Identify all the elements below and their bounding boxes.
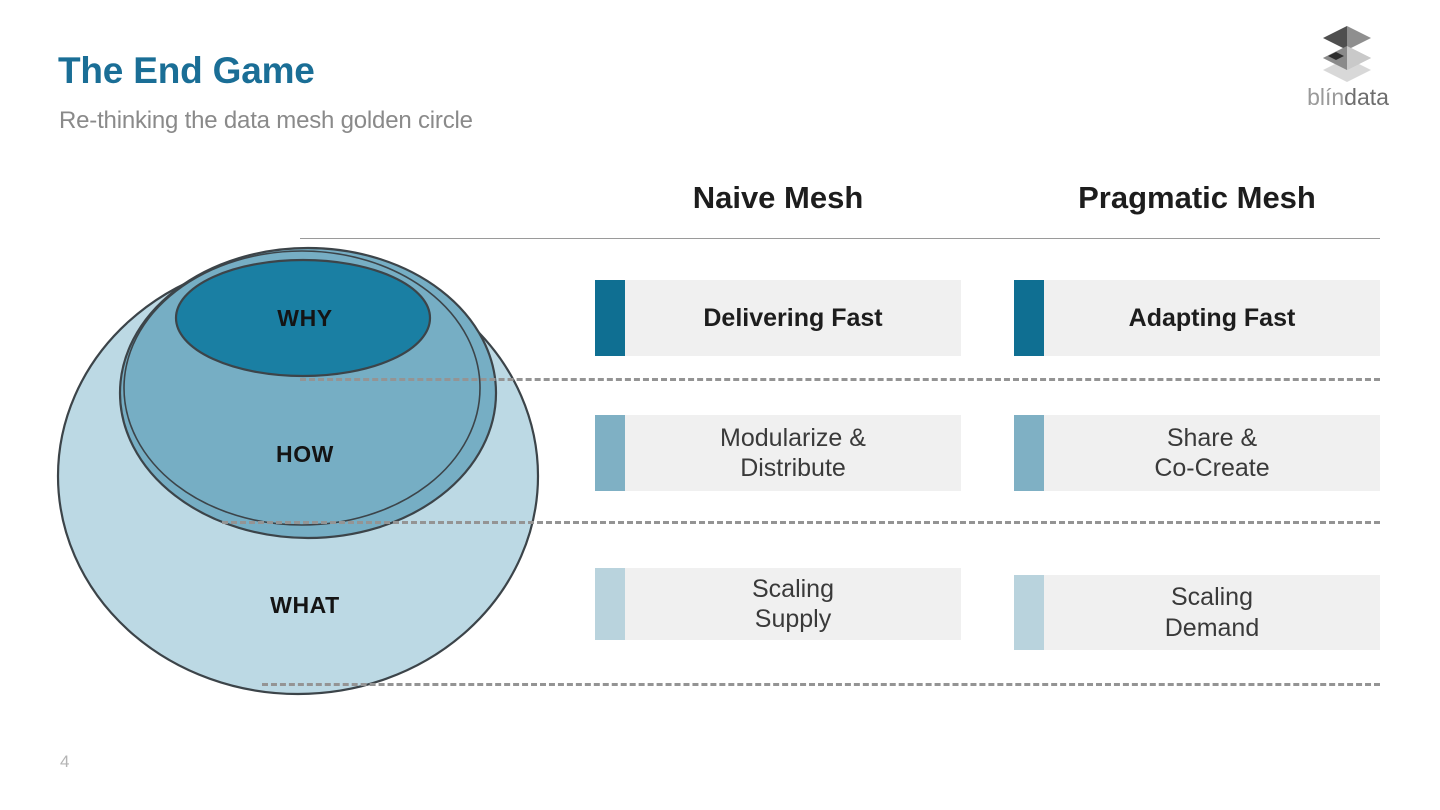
- accent-bar-why-right: [1014, 280, 1044, 356]
- cell-pragmatic-how: Share & Co-Create: [1014, 415, 1380, 491]
- cell-pragmatic-why: Adapting Fast: [1014, 280, 1380, 356]
- cell-text-naive-how-line2: Distribute: [740, 454, 846, 482]
- ring-label-how: HOW: [275, 441, 334, 467]
- cell-text-pragmatic-how-line2: Co-Create: [1154, 454, 1270, 482]
- cell-text-naive-what-line1: Scaling: [752, 574, 834, 603]
- cell-text-pragmatic-how-line1: Share &: [1166, 423, 1258, 452]
- cell-text-pragmatic-what-line1: Scaling: [1171, 583, 1253, 611]
- accent-bar-what-right: [1014, 575, 1044, 650]
- page-number: 4: [60, 752, 70, 771]
- accent-bar-what: [595, 568, 625, 640]
- cell-text-naive-what: Scaling Supply: [625, 568, 961, 640]
- page-subtitle: Re-thinking the data mesh golden circle: [59, 107, 473, 134]
- logo-wordmark-dark: data: [1344, 84, 1389, 110]
- dashed-separator-why-how: [300, 378, 1380, 381]
- ring-label-what: WHAT: [270, 592, 340, 618]
- golden-circle-diagram: WHY HOW WHAT: [50, 228, 580, 706]
- cell-text-naive-what-line2: Supply: [754, 605, 832, 633]
- page-title: The End Game: [58, 50, 315, 91]
- logo-wordmark: blíndata: [1292, 84, 1404, 111]
- cell-naive-how: Modularize & Distribute: [595, 415, 961, 491]
- header-divider-rule: [300, 238, 1380, 239]
- ring-why-ellipse: [174, 258, 432, 378]
- blindata-logo: blíndata: [1292, 24, 1404, 116]
- cell-text-pragmatic-what-line2: Demand: [1164, 613, 1260, 642]
- dashed-separator-what-bottom: [262, 683, 1380, 686]
- cell-naive-why: Delivering Fast: [595, 280, 961, 356]
- cell-text-pragmatic-why: Adapting Fast: [1044, 280, 1380, 356]
- cell-text-pragmatic-what: Scaling Demand: [1044, 575, 1380, 650]
- ring-label-why: WHY: [277, 305, 333, 331]
- accent-bar-why: [595, 280, 625, 356]
- golden-circle-svg: [56, 246, 540, 696]
- column-header-pragmatic-mesh: Pragmatic Mesh: [1078, 180, 1316, 215]
- stacked-layers-icon: [1323, 26, 1371, 82]
- cell-text-naive-how: Modularize & Distribute: [625, 415, 961, 491]
- logo-wordmark-light: blín: [1307, 84, 1345, 110]
- column-header-naive-mesh: Naive Mesh: [692, 180, 864, 215]
- cell-text-naive-how-line1: Modularize &: [720, 423, 866, 452]
- cell-naive-what: Scaling Supply: [595, 568, 961, 640]
- cell-text-pragmatic-how: Share & Co-Create: [1044, 415, 1380, 491]
- accent-bar-how: [595, 415, 625, 491]
- cell-pragmatic-what: Scaling Demand: [1014, 575, 1380, 650]
- dashed-separator-how-what: [222, 521, 1380, 524]
- cell-text-naive-why: Delivering Fast: [625, 280, 961, 356]
- accent-bar-how-right: [1014, 415, 1044, 491]
